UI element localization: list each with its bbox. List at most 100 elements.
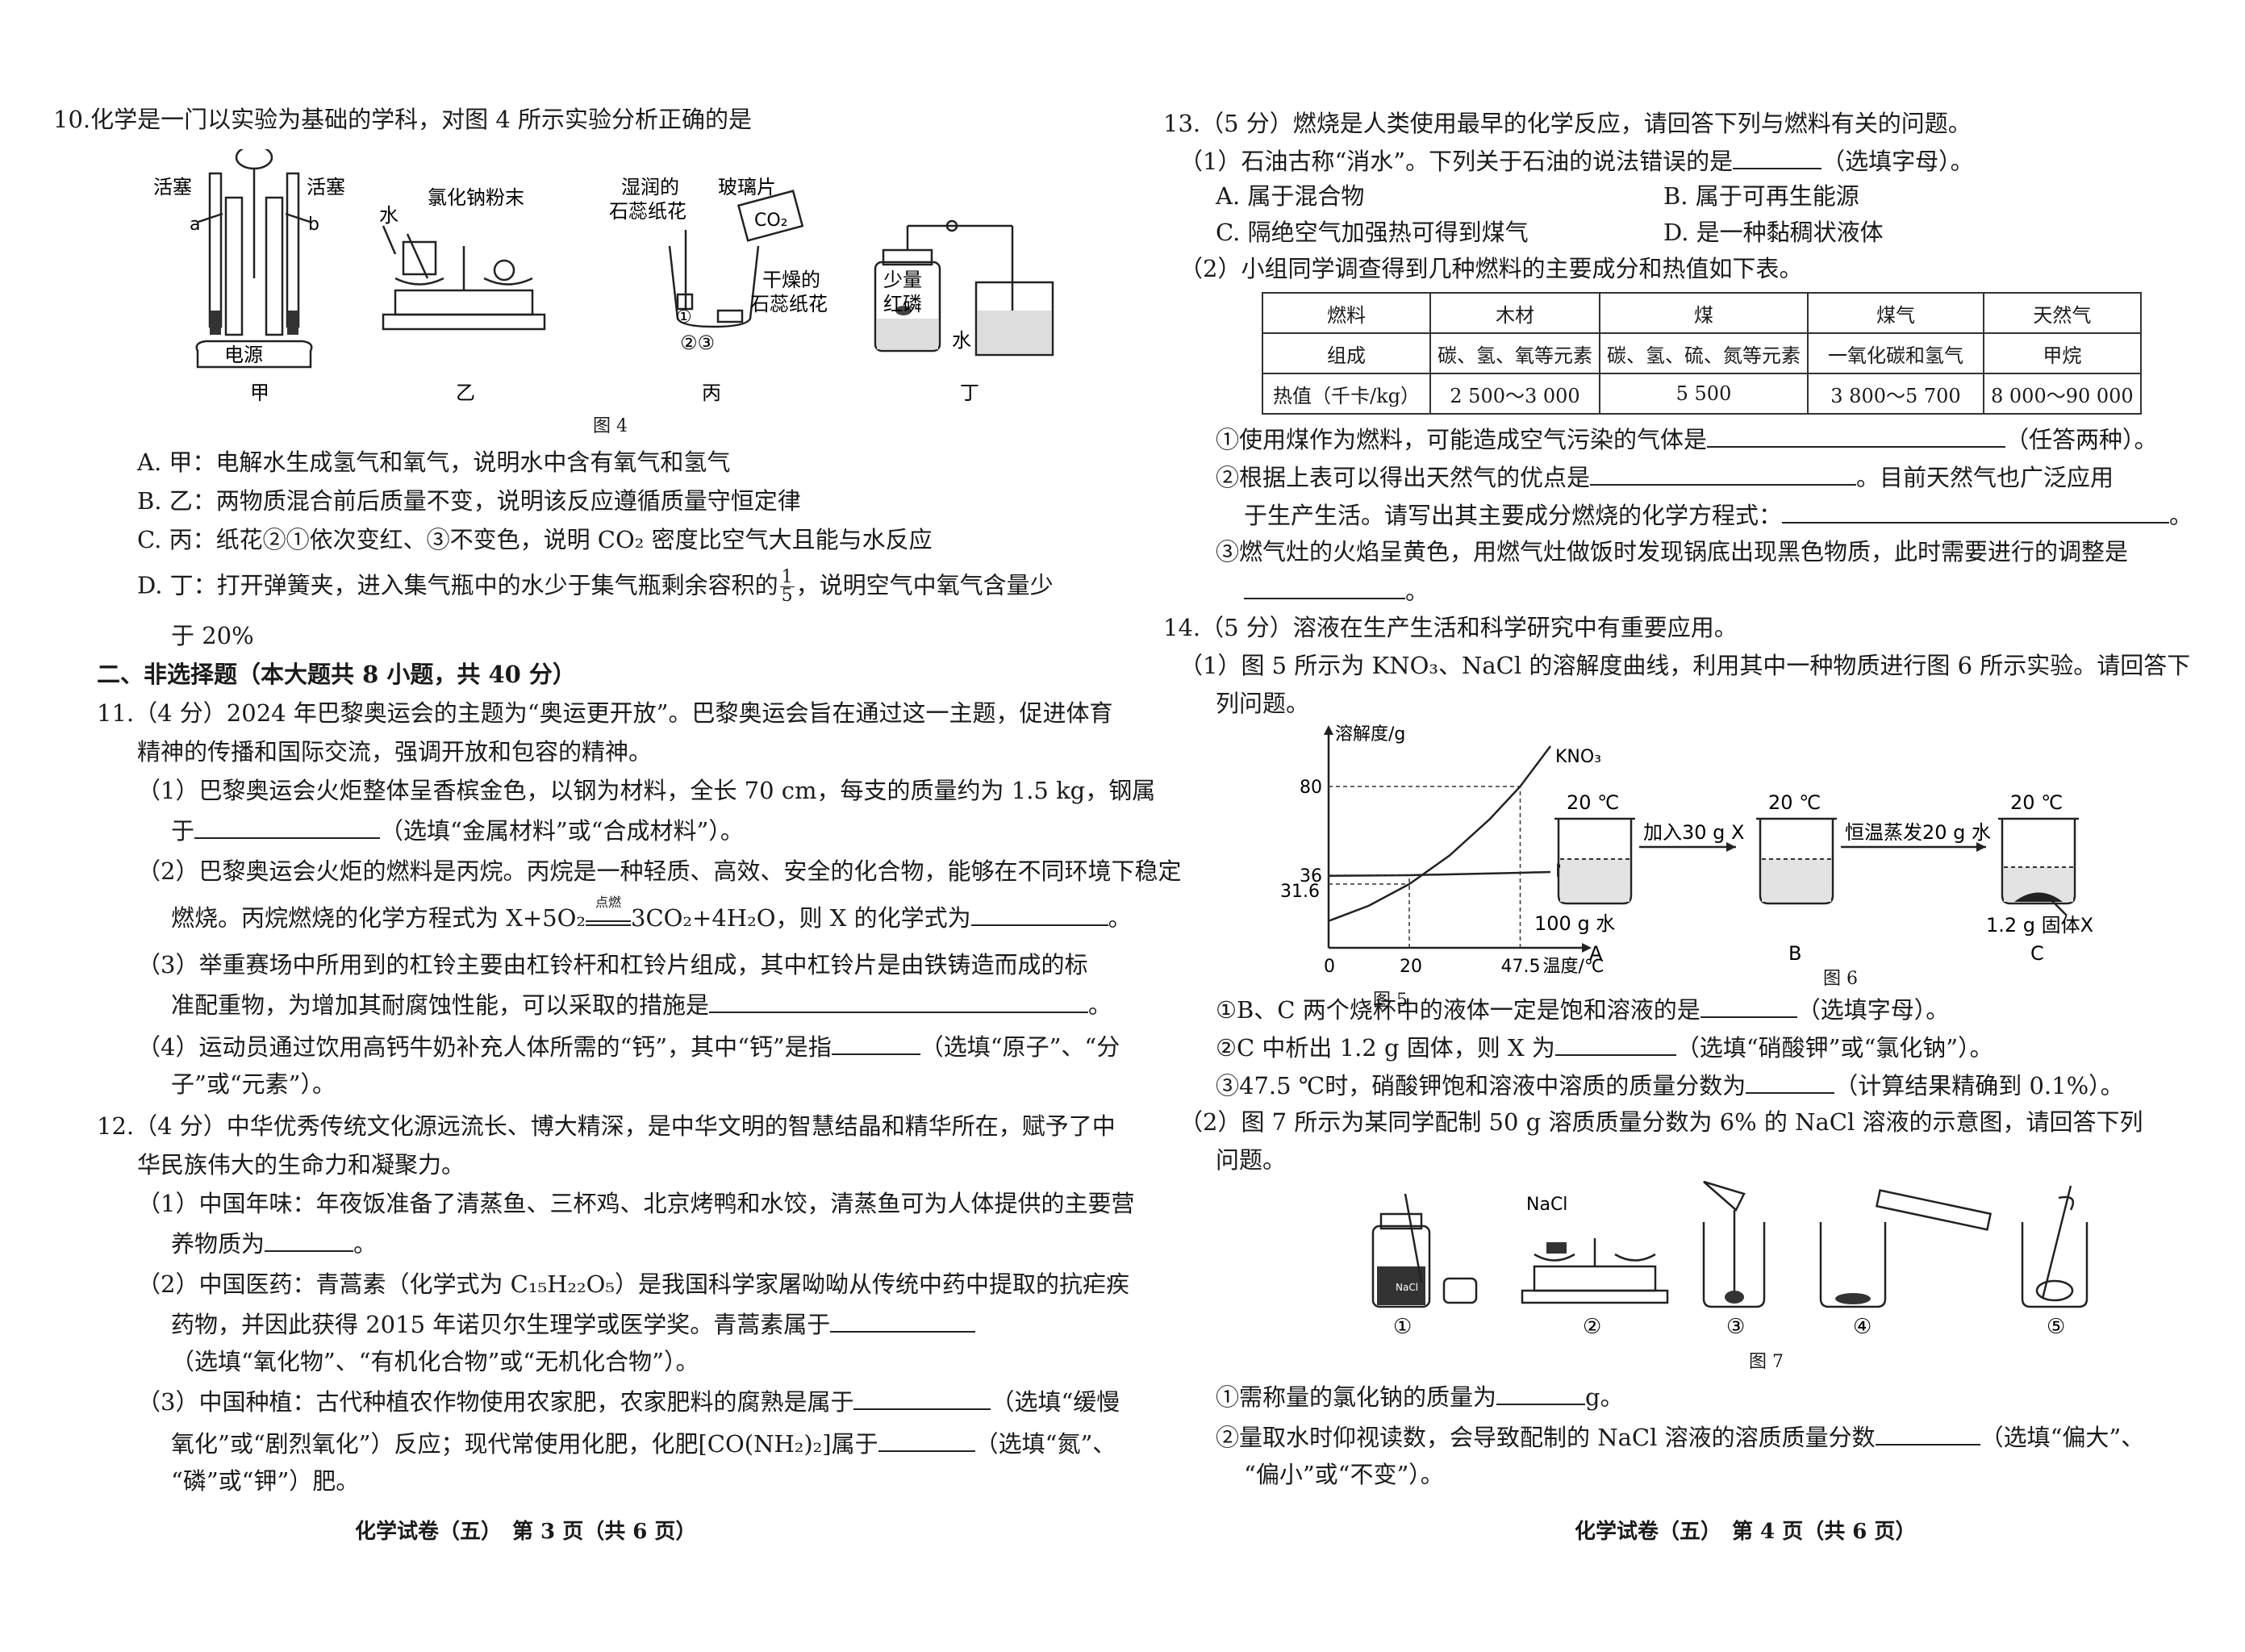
q10-option-d-post: ，说明空气中氧气含量少 <box>795 571 1054 599</box>
q14-1b-answer-blank[interactable] <box>1554 1032 1676 1056</box>
beaker-b-label: B <box>1788 942 1801 965</box>
q14-line-1: 14.（5 分）溶液在生产生活和科学研究中有重要应用。 <box>1163 614 1738 641</box>
figure-4: 活塞 活塞 a b 电源 甲 水 氯化钠粉末 乙 CO₂ <box>153 149 1054 404</box>
table-row: 组成 碳、氢、氧等元素 碳、氢、硫、氮等元素 一氧化碳和氢气 甲烷 <box>1262 332 2142 374</box>
table-cell: 燃料 <box>1262 292 1431 334</box>
q13-line-1: 13.（5 分）燃烧是人类使用最早的化学反应，请回答下列与燃料有关的问题。 <box>1163 110 1972 137</box>
y-tick-label: 36 <box>1300 866 1322 886</box>
q10-option-c[interactable]: C. 丙：纸花②①依次变红、③不变色，说明 CO₂ 密度比空气大且能与水反应 <box>137 526 933 553</box>
jia-power: 电源 <box>224 344 263 366</box>
q12-line-8: （3）中国种植：古代种植农作物使用农家肥，农家肥料的腐熟是属于（选填“缓慢 <box>137 1386 1120 1416</box>
q13-option-c[interactable]: C. 隔绝空气加强热可得到煤气 <box>1216 219 1529 246</box>
beaker-b-temp: 20 ℃ <box>1768 791 1821 814</box>
figure-7-caption: 图 7 <box>1749 1352 1784 1372</box>
apparatus-bing: CO₂ <box>668 190 804 328</box>
table-cell: 碳、氢、硫、氮等元素 <box>1599 332 1809 374</box>
q11-1-answer-blank[interactable] <box>194 815 381 839</box>
yi-caption: 乙 <box>456 382 475 404</box>
step-evaporate: 恒温蒸发20 g 水 <box>1845 821 1991 844</box>
q12-3a-answer-blank[interactable] <box>853 1386 991 1410</box>
q13-option-a[interactable]: A. 属于混合物 <box>1216 182 1365 210</box>
nacl-jar: NaCl <box>1371 1193 1478 1308</box>
q11-4-answer-blank[interactable] <box>831 1031 920 1055</box>
balance-nacl: NaCl <box>1526 1195 1567 1215</box>
q13-2c-answer-blank[interactable] <box>1782 499 2170 524</box>
y-axis-label: 溶解度/g <box>1335 724 1405 745</box>
q10-stem: 10.化学是一门以实验为基础的学科，对图 4 所示实验分析正确的是 <box>53 106 753 133</box>
fig7-n4: ④ <box>1853 1315 1872 1339</box>
ding-water: 水 <box>952 329 971 352</box>
series-line-nacl <box>1328 870 1551 877</box>
jia-a: a <box>190 215 200 235</box>
apparatus-jia <box>195 149 313 369</box>
q12-1-answer-blank[interactable] <box>265 1228 354 1252</box>
q13-option-b[interactable]: B. 属于可再生能源 <box>1663 182 1859 210</box>
table-cell: 3 800～5 700 <box>1807 373 1984 415</box>
q11-3-answer-blank[interactable] <box>709 989 1089 1013</box>
fig7-n3: ③ <box>1726 1315 1745 1339</box>
q13-line-3: （2）小组同学调查得到几种燃料的主要成分和热值如下表。 <box>1179 255 1803 282</box>
beaker-c-solid: 1.2 g 固体X <box>1986 914 2093 937</box>
beaker-c-temp: 20 ℃ <box>2010 791 2063 814</box>
table-row: 热值（千卡/kg） 2 500～3 000 5 500 3 800～5 700 … <box>1262 373 2142 415</box>
q11-2-answer-blank[interactable] <box>970 902 1108 926</box>
figure-6: 20 ℃ 100 g 水 A 加入30 g X 20 ℃ B 恒温蒸发20 g … <box>1534 791 2093 965</box>
q14-2a-answer-blank[interactable] <box>1496 1381 1586 1405</box>
table-row: 燃料 木材 煤 煤气 天然气 <box>1262 292 2142 334</box>
q11-line-4: 于（选填“金属材料”或“合成材料”）。 <box>171 815 744 845</box>
jia-valve-left: 活塞 <box>153 176 192 198</box>
q13-line-2: （1）石油古称“消水”。下列关于石油的说法错误的是（选填字母）。 <box>1179 145 1974 176</box>
fuel-table: 燃料 木材 煤 煤气 天然气 组成 碳、氢、氧等元素 碳、氢、硫、氮等元素 一氧… <box>1262 292 2142 415</box>
yi-nacl-powder: 氯化钠粉末 <box>428 186 524 209</box>
right-page: 13.（5 分）燃烧是人类使用最早的化学反应，请回答下列与燃料有关的问题。 （1… <box>1123 0 2245 1652</box>
q10-option-a[interactable]: A. 甲：电解水生成氢气和氧气，说明水中含有氧气和氢气 <box>137 448 731 476</box>
q13-sub-1: ①使用煤作为燃料，可能造成空气污染的气体是（任答两种）。 <box>1216 423 2158 454</box>
beaker-a-label: A <box>1589 942 1603 965</box>
beaker-a-temp: 20 ℃ <box>1567 791 1619 814</box>
q12-2-answer-blank[interactable] <box>830 1308 976 1333</box>
apparatus-yi <box>382 225 546 331</box>
q14-2b-answer-blank[interactable] <box>1875 1421 1980 1446</box>
table-cell: 煤 <box>1599 292 1809 334</box>
q11-line-3: （1）巴黎奥运会火炬整体呈香槟金色，以钢为材料，全长 70 cm，每支的质量约为… <box>137 777 1156 804</box>
step-add-x: 加入30 g X <box>1643 821 1744 844</box>
q14-1a-answer-blank[interactable] <box>1700 994 1797 1018</box>
fig7-n5: ⑤ <box>2047 1315 2065 1339</box>
q10-option-d-pre: D. 丁：打开弹簧夹，进入集气瓶中的水少于集气瓶剩余容积的 <box>137 571 778 599</box>
beaker-water <box>1819 1189 1993 1308</box>
apparatus-ding <box>874 219 1054 357</box>
q13-2d-answer-blank[interactable] <box>1244 575 1405 599</box>
jar-label: NaCl <box>1396 1282 1418 1293</box>
q13-sub-2: ②根据上表可以得出天然气的优点是。目前天然气也广泛应用 <box>1216 461 2114 492</box>
q12-line-6: 药物，并因此获得 2015 年诺贝尔生理学或医学奖。青蒿素属于 <box>171 1308 976 1339</box>
yi-water: 水 <box>379 204 399 227</box>
series-label-kno3: KNO₃ <box>1555 747 1601 767</box>
bing-dry-2: 石蕊纸花 <box>750 293 828 315</box>
q12-line-3: （1）中国年味：年夜饭准备了清蒸鱼、三杯鸡、北京烤鸭和水饺，清蒸鱼可为人体提供的… <box>137 1190 1135 1217</box>
q12-line-4: 养物质为。 <box>171 1228 377 1258</box>
q12-line-5: （2）中国医药：青蒿素（化学式为 C₁₅H₂₂O₅）是我国科学家屠呦呦从传统中药… <box>137 1270 1130 1298</box>
balance <box>1521 1238 1669 1304</box>
jia-valve-right: 活塞 <box>307 176 345 198</box>
figure-4-caption: 图 4 <box>593 416 628 436</box>
q14-line-2: （1）图 5 所示为 KNO₃、NaCl 的溶解度曲线，利用其中一种物质进行图 … <box>1179 652 2191 679</box>
beaker-b <box>1756 817 1837 905</box>
q14-1c-answer-blank[interactable] <box>1746 1070 1835 1094</box>
q14-sub-2-2-cont: “偏小”或“不变”）。 <box>1244 1461 1444 1488</box>
ding-phos-2: 红磷 <box>883 293 922 315</box>
q13-2b-answer-blank[interactable] <box>1590 461 1857 486</box>
q14-sub-2: ②C 中析出 1.2 g 固体，则 X 为（选填“硝酸钾”或“氯化钠”）。 <box>1216 1032 1993 1062</box>
y-tick-label: 80 <box>1300 778 1322 798</box>
q12-3b-answer-blank[interactable] <box>878 1428 975 1452</box>
q12-line-10: “磷”或“钾”）肥。 <box>171 1467 360 1495</box>
q13-sub-2-cont: 于生产生活。请写出其主要成分燃烧的化学方程式：。 <box>1244 499 2193 530</box>
q13-1-answer-blank[interactable] <box>1733 145 1822 169</box>
series-line-kno3 <box>1328 745 1551 922</box>
q13-option-d[interactable]: D. 是一种黏稠状液体 <box>1663 219 1884 246</box>
q10-option-b[interactable]: B. 乙：两物质混合前后质量不变，说明该反应遵循质量守恒定律 <box>137 487 801 515</box>
q13-2a-answer-blank[interactable] <box>1707 423 2006 448</box>
bing-flower-1: ① <box>676 307 692 327</box>
q14-line-3: 列问题。 <box>1216 690 1310 717</box>
